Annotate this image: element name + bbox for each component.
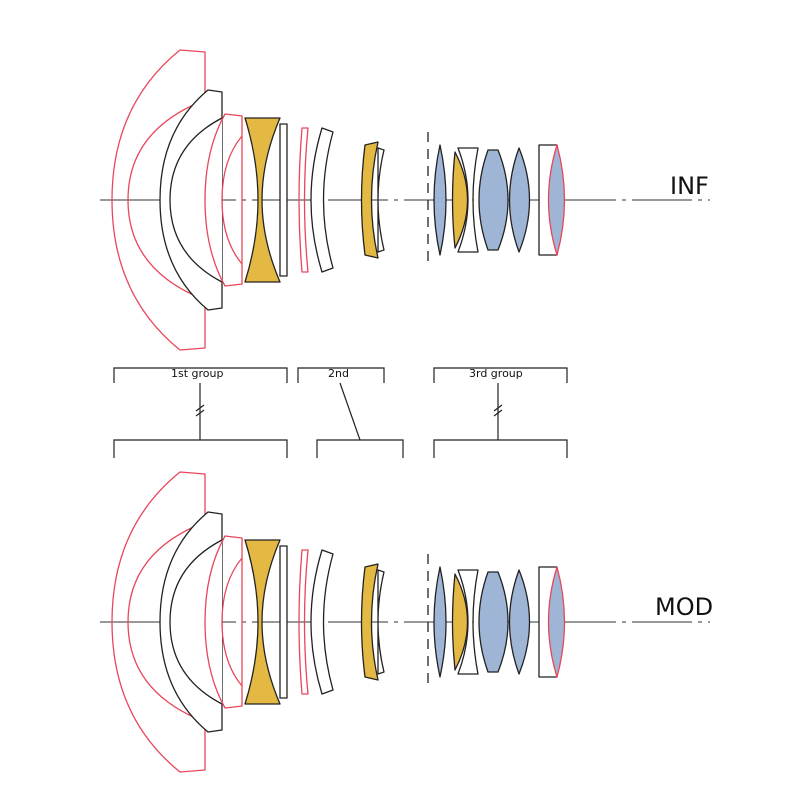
lens-layout-minimum-focus bbox=[99, 471, 711, 773]
group-brackets-bottom bbox=[113, 439, 568, 458]
label-infinity: INF bbox=[670, 172, 709, 200]
group-label-third: 3rd group bbox=[469, 367, 523, 380]
group-brackets-top bbox=[113, 367, 568, 383]
group-connectors bbox=[195, 382, 503, 441]
group-label-second: 2nd bbox=[328, 367, 349, 380]
label-minimum-focus: MOD bbox=[655, 593, 713, 621]
group-label-first: 1st group bbox=[171, 367, 224, 380]
lens-layout-infinity bbox=[99, 49, 711, 351]
